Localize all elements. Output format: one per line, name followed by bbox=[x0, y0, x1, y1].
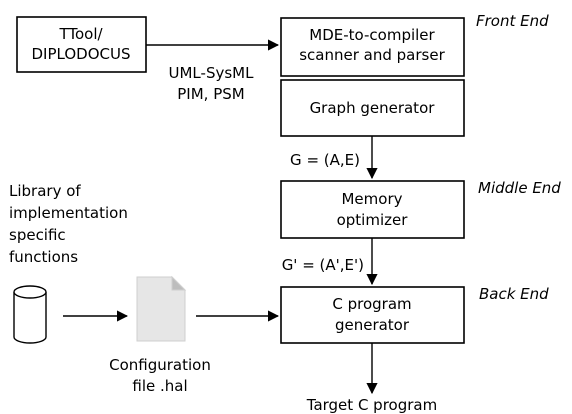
memory-optimizer-line-2: optimizer bbox=[337, 211, 409, 229]
memory-optimizer-node: Memory optimizer bbox=[280, 180, 465, 239]
scanner-parser-node: MDE-to-compiler scanner and parser bbox=[280, 17, 465, 77]
ttool-line-2: DIPLODOCUS bbox=[32, 45, 131, 63]
library-label-line-4: functions bbox=[9, 248, 78, 266]
scanner-line-2: scanner and parser bbox=[299, 46, 445, 64]
target-c-program-label: Target C program bbox=[306, 396, 437, 414]
library-label-line-3: specific bbox=[9, 226, 66, 244]
middle-end-label: Middle End bbox=[478, 179, 561, 197]
graph-generator-label: Graph generator bbox=[310, 99, 436, 117]
ttool-line-1: TTool/ bbox=[58, 25, 103, 43]
document-file-icon bbox=[136, 275, 187, 342]
graph-g-prime-label: G' = (A',E') bbox=[282, 256, 364, 274]
config-file-label-line-1: Configuration bbox=[109, 356, 211, 374]
c-generator-line-1: C program bbox=[332, 295, 411, 313]
c-generator-line-2: generator bbox=[335, 316, 410, 334]
graph-g-label: G = (A,E) bbox=[290, 151, 360, 169]
uml-sysml-label-line-1: UML-SysML bbox=[169, 64, 255, 82]
front-end-label: Front End bbox=[476, 12, 549, 30]
database-icon bbox=[13, 285, 47, 344]
memory-optimizer-line-1: Memory bbox=[341, 190, 402, 208]
c-program-generator-node: C program generator bbox=[280, 286, 465, 344]
library-label-line-2: implementation bbox=[9, 204, 128, 222]
graph-generator-node: Graph generator bbox=[280, 79, 465, 137]
back-end-label: Back End bbox=[479, 285, 549, 303]
scanner-line-1: MDE-to-compiler bbox=[309, 26, 435, 44]
uml-sysml-label-line-2: PIM, PSM bbox=[177, 85, 244, 103]
ttool-diplodocus-node: TTool/ DIPLODOCUS bbox=[16, 16, 147, 73]
library-label-line-1: Library of bbox=[9, 182, 81, 200]
config-file-label-line-2: file .hal bbox=[132, 377, 187, 395]
